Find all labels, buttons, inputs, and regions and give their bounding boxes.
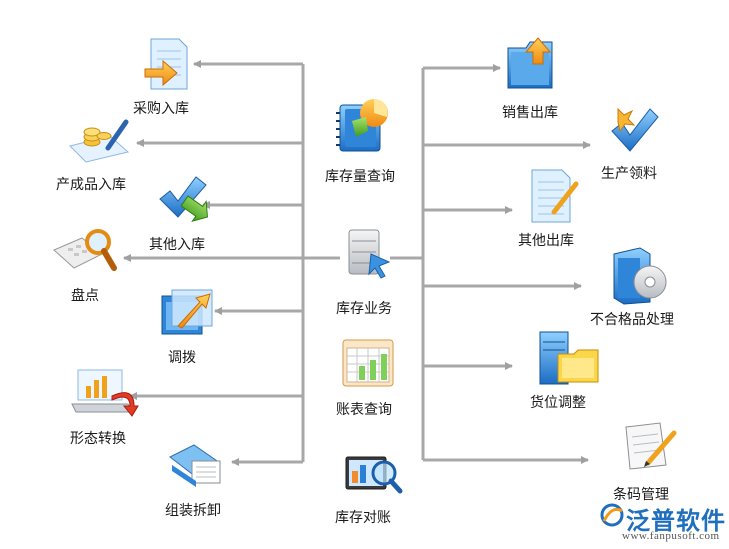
folder-file-icon xyxy=(169,444,221,487)
label-product-in[interactable]: 产成品入库 xyxy=(56,177,126,193)
document-pencil-icon xyxy=(531,169,579,223)
label-inventory-count[interactable]: 盘点 xyxy=(71,288,99,304)
label-ledger-query[interactable]: 账表查询 xyxy=(336,402,392,418)
label-defective[interactable]: 不合格品处理 xyxy=(590,312,674,328)
book-query-icon xyxy=(336,99,388,152)
label-location-adjust[interactable]: 货位调整 xyxy=(530,395,586,411)
connector-lines xyxy=(123,60,591,466)
label-inventory-query[interactable]: 库存量查询 xyxy=(325,169,395,185)
label-production-pick[interactable]: 生产领料 xyxy=(601,166,657,182)
spreadsheet-icon xyxy=(342,339,394,387)
label-inventory-business[interactable]: 库存业务 xyxy=(336,301,392,317)
label-purchase-in[interactable]: 采购入库 xyxy=(133,101,189,117)
logo-name: 泛普软件 xyxy=(626,507,726,535)
document-arrow-icon xyxy=(144,38,188,90)
coins-pen-icon xyxy=(69,119,130,163)
server-business-icon xyxy=(348,229,391,279)
label-barcode[interactable]: 条码管理 xyxy=(613,487,669,503)
screen-magnifier-icon xyxy=(345,456,403,494)
check-arrow-icon xyxy=(159,176,209,222)
label-sales-out[interactable]: 销售出库 xyxy=(502,105,558,121)
folder-up-icon xyxy=(507,37,553,89)
check-star-icon xyxy=(611,107,659,152)
notepad-pencil-icon xyxy=(625,422,677,470)
logo-url: www.fanpusoft.com xyxy=(622,530,720,542)
label-other-out[interactable]: 其他出库 xyxy=(518,233,574,249)
label-transfer[interactable]: 调拨 xyxy=(168,350,196,366)
laptop-chart-icon xyxy=(71,369,139,417)
window-arrow-icon xyxy=(161,289,213,335)
disc-box-icon xyxy=(613,247,667,305)
fanpu-logo-icon xyxy=(600,503,624,527)
server-folder-icon xyxy=(539,331,599,385)
label-form-change[interactable]: 形态转换 xyxy=(70,431,126,447)
label-inventory-reconcile[interactable]: 库存对账 xyxy=(335,510,391,526)
label-other-in[interactable]: 其他入库 xyxy=(149,237,205,253)
magnifier-calculator-icon xyxy=(53,229,117,271)
label-assembly[interactable]: 组装拆卸 xyxy=(165,503,221,519)
